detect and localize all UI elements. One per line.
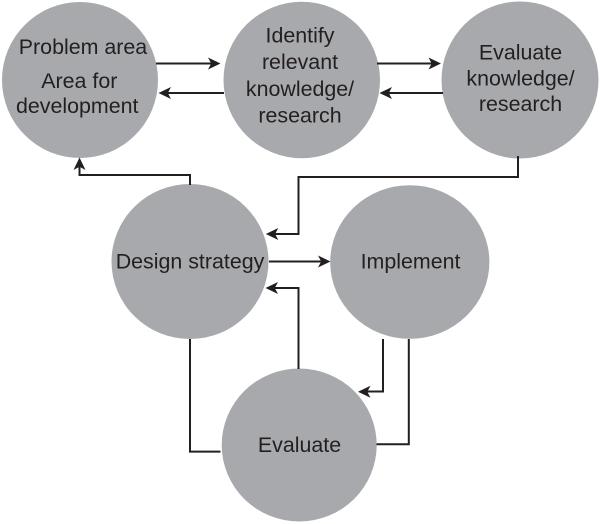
svg-text:Evaluate: Evaluate: [479, 41, 562, 65]
svg-text:development: development: [16, 94, 139, 118]
svg-text:research: research: [258, 104, 341, 128]
svg-text:Design strategy: Design strategy: [116, 249, 265, 273]
svg-text:Implement: Implement: [361, 250, 461, 274]
svg-text:Evaluate: Evaluate: [258, 433, 341, 457]
svg-text:knowledge/: knowledge/: [246, 77, 354, 101]
svg-text:relevant: relevant: [262, 50, 338, 74]
svg-text:Identify: Identify: [266, 24, 335, 48]
svg-text:research: research: [479, 92, 562, 116]
svg-text:Area for: Area for: [41, 69, 117, 93]
svg-text:Problem area: Problem area: [19, 35, 148, 59]
svg-text:knowledge/: knowledge/: [466, 67, 574, 91]
